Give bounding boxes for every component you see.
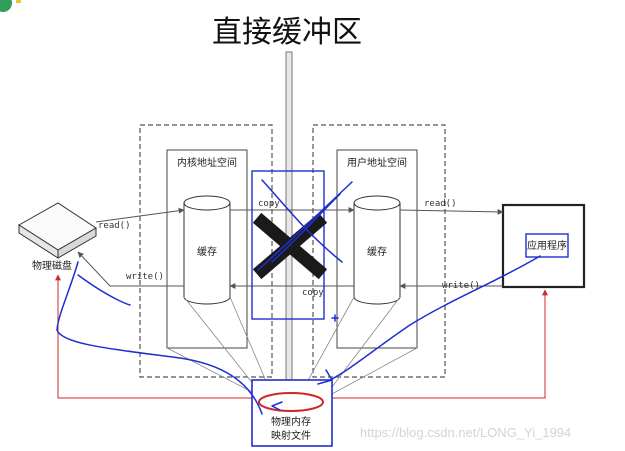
physical-disk-label: 物理磁盘 xyxy=(32,259,72,272)
kernel-address-space-box xyxy=(166,149,248,349)
corner-logo-fragment xyxy=(0,0,21,12)
kernel-space-label: 内核地址空间 xyxy=(177,156,237,169)
kernel-buffer-label: 缓存 xyxy=(197,245,217,258)
physical-memory-label-line1: 物理内存 xyxy=(271,415,311,428)
user-space-label: 用户地址空间 xyxy=(347,156,407,169)
physical-memory-box xyxy=(251,379,333,447)
divider-pipe xyxy=(285,51,293,389)
write-label-right: write() xyxy=(442,281,480,291)
kernel-outer-dashed-box xyxy=(139,124,273,378)
kernel-buffer-cylinder xyxy=(183,195,231,305)
read-label-left: read() xyxy=(98,221,131,231)
application-label: 应用程序 xyxy=(527,239,567,252)
application-box xyxy=(501,203,586,289)
write-arrow-kernel-to-disk xyxy=(77,251,184,287)
mapping-lines xyxy=(166,296,418,396)
read-arrow-user-to-app xyxy=(399,208,504,215)
physical-disk-icon xyxy=(18,202,97,259)
application-highlight-box xyxy=(525,233,569,258)
diagram-title: 直接缓冲区 xyxy=(212,15,362,50)
user-outer-dashed-box xyxy=(312,124,446,378)
copy-highlight-box xyxy=(251,170,325,320)
physical-memory-label-line2: 映射文件 xyxy=(271,429,311,442)
red-arrow-memory-to-app xyxy=(330,289,548,399)
watermark-text: https://blog.csdn.net/LONG_Yi_1994 xyxy=(360,425,571,440)
copy-label-top: copy xyxy=(258,199,280,209)
physical-memory-disc xyxy=(258,392,324,412)
read-arrow-disk-to-kernel xyxy=(95,207,185,223)
copy-label-bottom: copy xyxy=(302,288,324,298)
user-buffer-label: 缓存 xyxy=(367,245,387,258)
write-label-left: write() xyxy=(126,272,164,282)
read-label-right: read() xyxy=(424,199,457,209)
hand-drawn-annotations xyxy=(56,179,541,415)
red-arrow-memory-to-disk xyxy=(55,274,262,399)
